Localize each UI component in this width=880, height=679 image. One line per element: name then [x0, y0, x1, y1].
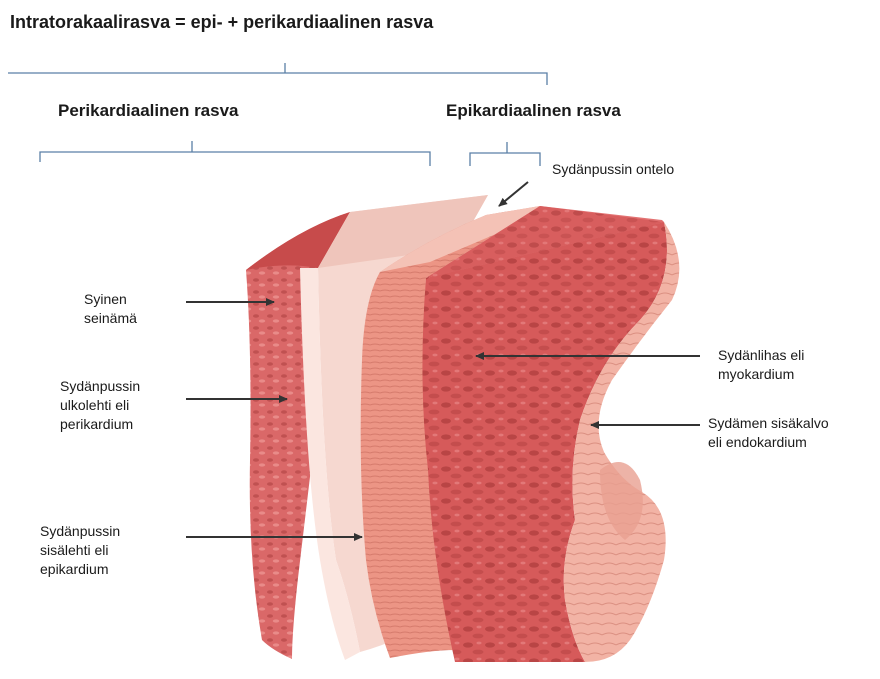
arrow-pericardial-cavity	[499, 182, 528, 206]
bracket-epicardial	[470, 142, 540, 166]
label-fibrous-wall: Syinen seinämä	[84, 290, 137, 328]
label-pericardial-cavity: Sydänpussin ontelo	[552, 160, 674, 179]
label-visceral-epicardium: Sydänpussin sisälehti eli epikardium	[40, 522, 120, 579]
bracket-pericardial	[40, 141, 430, 166]
label-endocardium: Sydämen sisäkalvo eli endokardium	[708, 414, 829, 452]
label-myocardium: Sydänlihas eli myokardium	[718, 346, 804, 384]
bracket-intrathoracic	[8, 63, 547, 85]
label-parietal-pericardium: Sydänpussin ulkolehti eli perikardium	[60, 377, 140, 434]
